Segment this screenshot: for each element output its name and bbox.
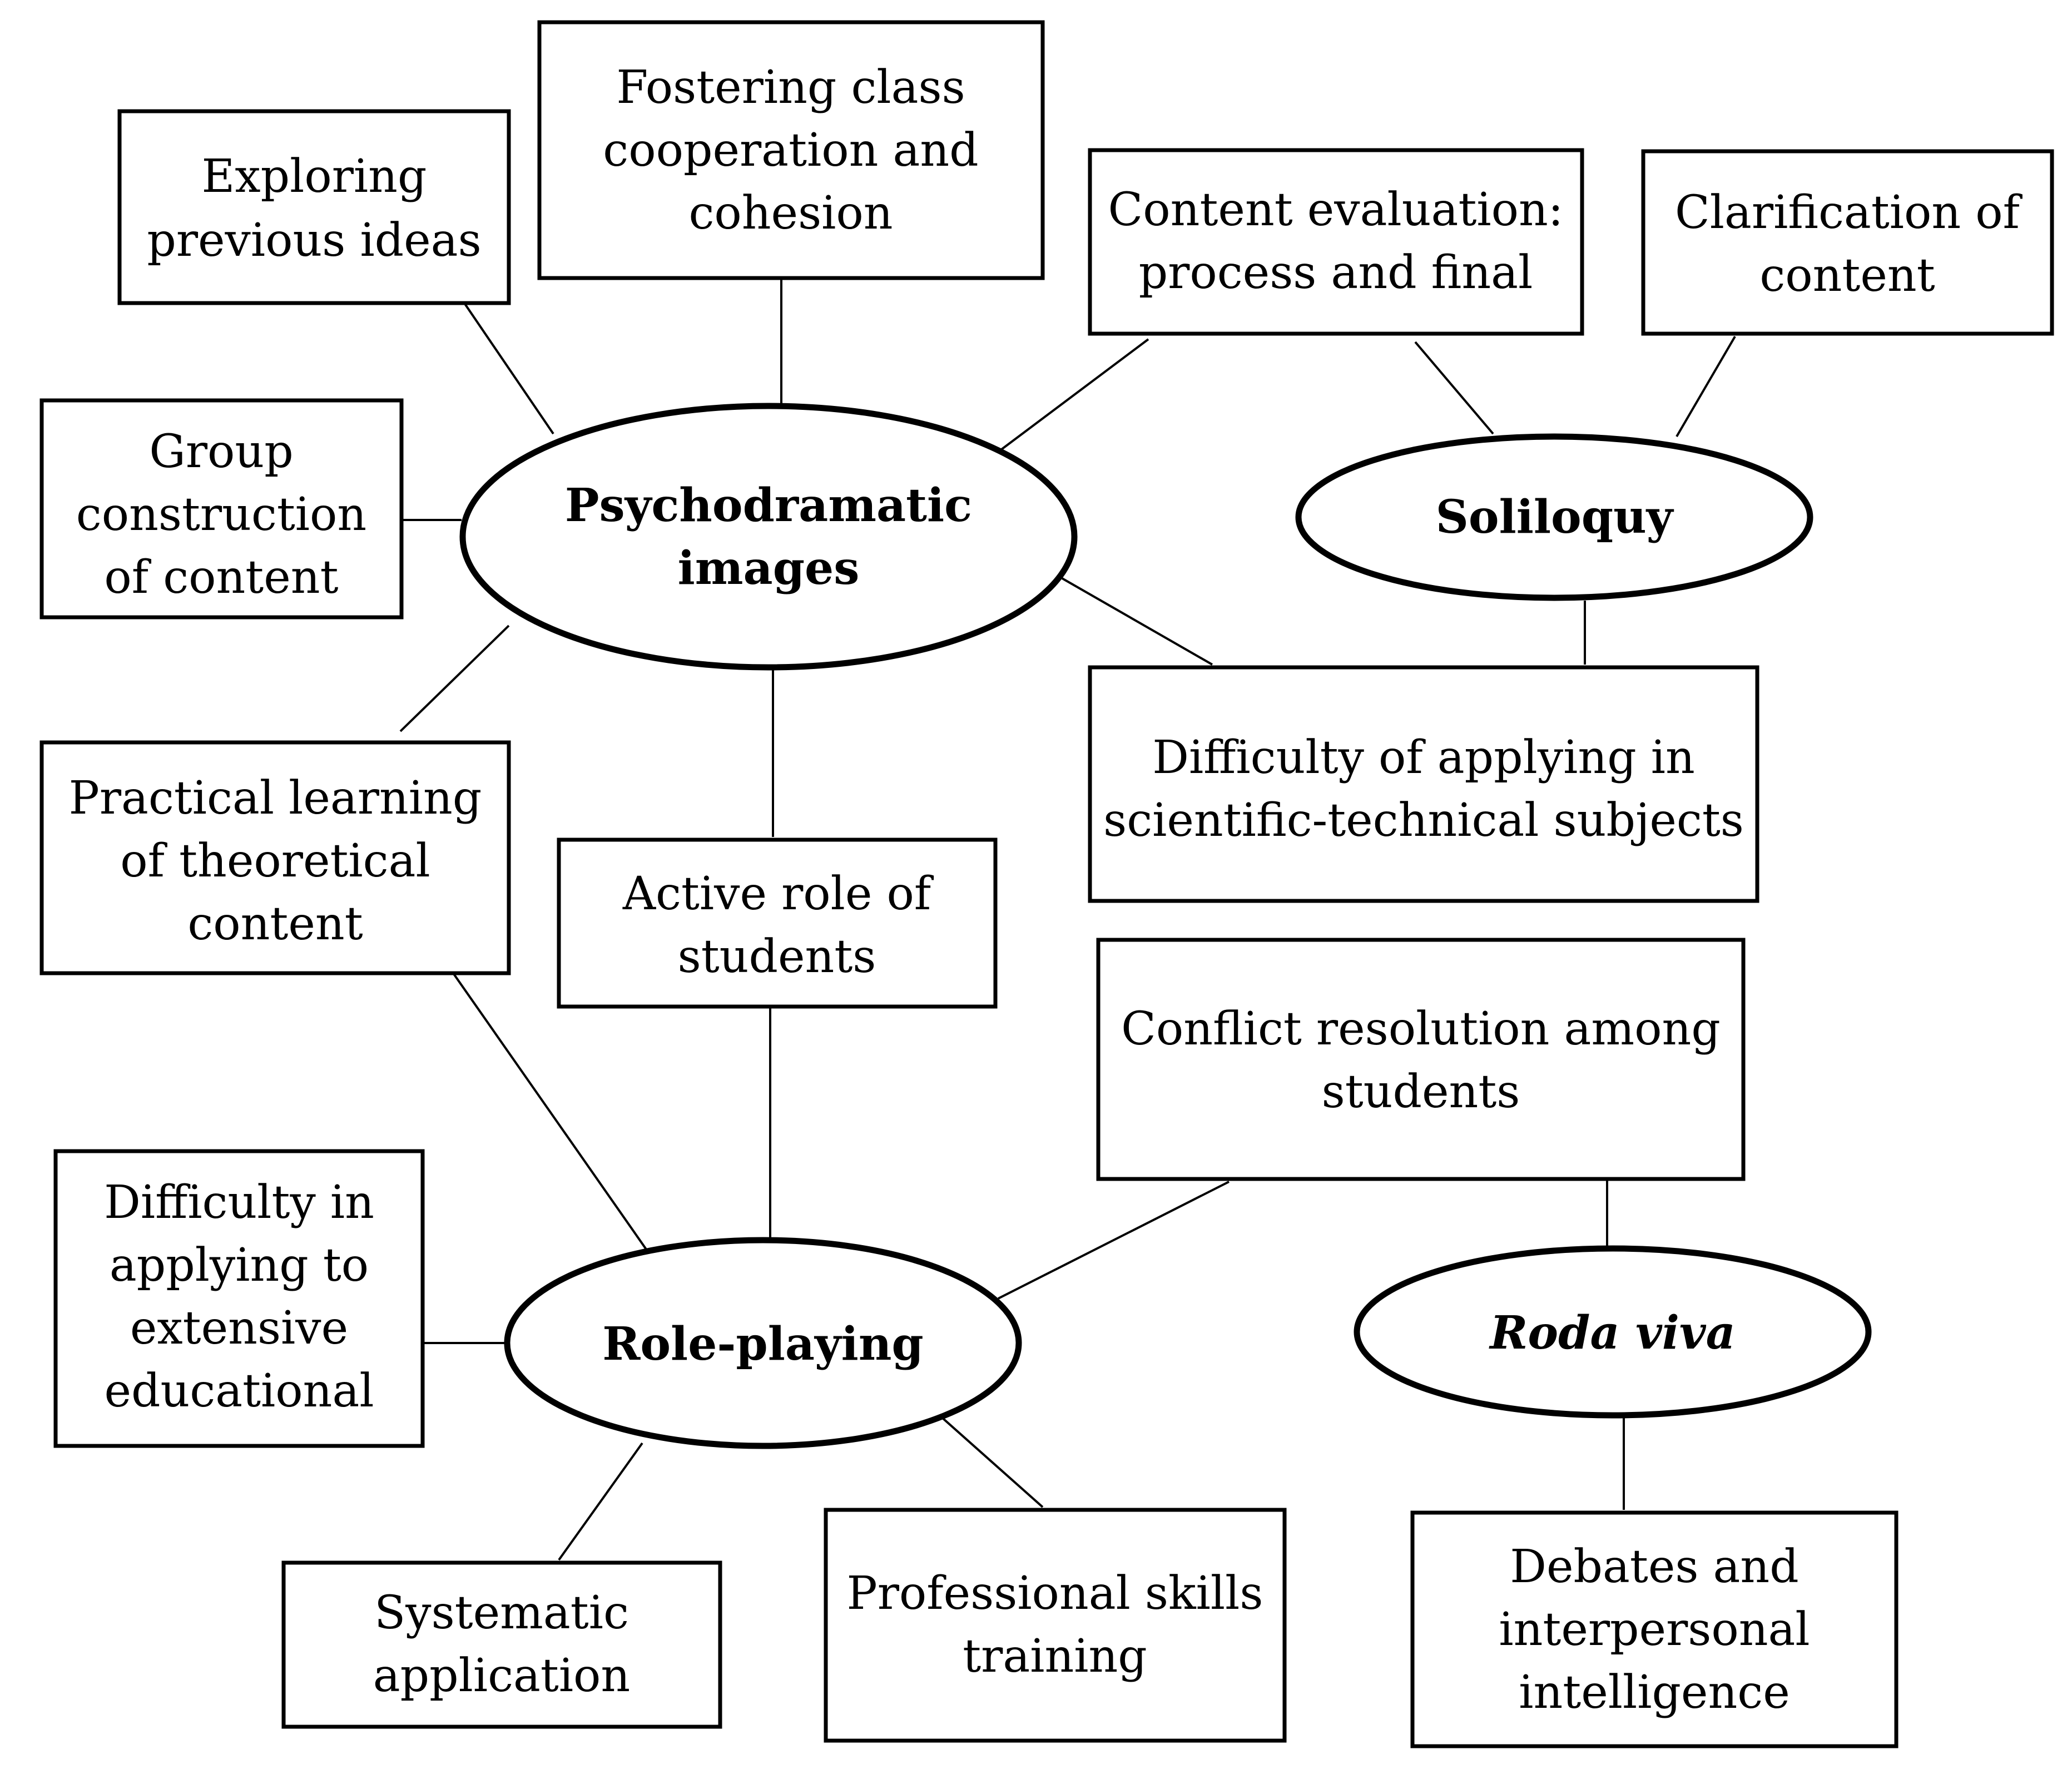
node-label: educational [104, 1365, 374, 1418]
node-content-evaluation: Content evaluation: process and final [1088, 148, 1584, 336]
node-clarification-of-content: Clarification of content [1641, 149, 2054, 336]
node-systematic-application: Systematic application [281, 1560, 722, 1729]
connectors [399, 278, 1736, 1561]
node-label: students [1322, 1066, 1520, 1118]
edge-conflict-resolution-to-role-playing [998, 1181, 1230, 1300]
node-label: Roda viva [1489, 1306, 1735, 1360]
node-label: Psychodramatic [565, 479, 972, 532]
node-active-role-of-students: Active role of students [557, 838, 998, 1009]
node-label: cohesion [688, 187, 893, 240]
node-professional-skills: Professional skills training [824, 1508, 1287, 1743]
node-label: application [373, 1649, 631, 1702]
node-label: process and final [1139, 246, 1533, 299]
node-label: intelligence [1519, 1666, 1790, 1719]
node-practical-learning: Practical learning of theoretical conten… [39, 740, 511, 975]
node-label: Role-playing [602, 1317, 924, 1371]
node-difficulty-scientific-technical: Difficulty of applying in scientific-tec… [1088, 665, 1759, 903]
node-label: content [1759, 249, 1935, 302]
node-label: students [678, 930, 876, 983]
node-label: scientific-technical subjects [1103, 794, 1744, 847]
node-label: Debates and [1510, 1540, 1798, 1593]
node-label: previous ideas [147, 214, 481, 267]
node-label: extensive [130, 1302, 348, 1355]
node-label: Content evaluation: [1108, 184, 1564, 236]
node-label: Group [149, 425, 293, 478]
edge-role-playing-to-professional [941, 1417, 1044, 1508]
edge-psychodramatic-to-practical-learning [399, 625, 510, 732]
node-label: applying to [110, 1239, 369, 1292]
edge-clarification-to-soliloquy [1676, 335, 1736, 438]
node-label: Fostering class [616, 61, 965, 114]
node-psychodramatic-images: Psychodramatic images [459, 403, 1078, 671]
edge-content-evaluation-to-psychodramatic [992, 338, 1149, 457]
node-soliloquy: Soliloquy [1295, 433, 1813, 601]
edge-role-playing-to-systematic [558, 1442, 643, 1561]
node-label: images [678, 542, 860, 595]
edge-content-evaluation-to-soliloquy [1414, 341, 1494, 435]
edge-practical-learning-to-role-playing [452, 972, 655, 1261]
node-conflict-resolution: Conflict resolution among students [1096, 938, 1746, 1181]
node-label: interpersonal [1499, 1603, 1810, 1656]
node-label: Professional skills [847, 1567, 1263, 1620]
edge-exploring-to-psychodramatic [463, 302, 554, 435]
node-label: of content [104, 551, 338, 604]
node-group-construction: Group construction of content [39, 398, 404, 620]
node-exploring-previous-ideas: Exploring previous ideas [117, 109, 511, 305]
node-roda-viva: Roda viva [1354, 1245, 1872, 1419]
node-label: Clarification of [1675, 186, 2023, 239]
node-label: Exploring [202, 150, 427, 203]
node-label: Difficulty in [104, 1176, 374, 1229]
node-label: Active role of [622, 868, 934, 920]
edge-psychodramatic-to-difficulty-scientific [1062, 577, 1213, 666]
node-fostering-class-cooperation: Fostering class cooperation and cohesion [537, 20, 1045, 280]
node-label: construction [76, 488, 366, 541]
node-label: Conflict resolution among [1121, 1003, 1721, 1056]
node-label: cooperation and [603, 124, 978, 177]
node-label: Difficulty of applying in [1152, 731, 1695, 784]
node-difficulty-extensive: Difficulty in applying to extensive educ… [53, 1149, 425, 1448]
node-label: Practical learning [69, 772, 482, 825]
node-debates-interpersonal: Debates and interpersonal intelligence [1410, 1510, 1898, 1748]
node-label: of theoretical [120, 835, 430, 888]
node-label: training [963, 1630, 1147, 1683]
node-label: content [187, 898, 363, 950]
node-role-playing: Role-playing [504, 1237, 1022, 1449]
node-label: Systematic [374, 1587, 629, 1639]
node-label: Soliloquy [1436, 490, 1674, 544]
